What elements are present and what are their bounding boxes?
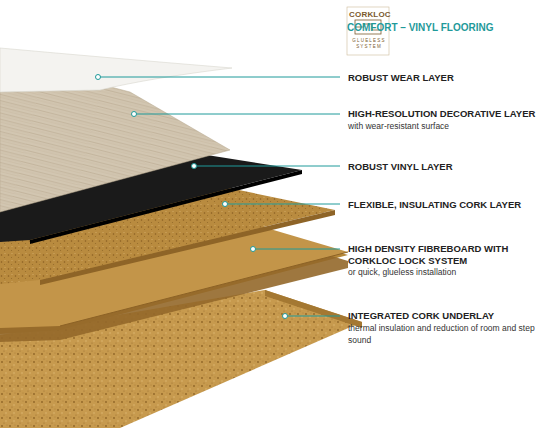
layer-note: or quick, glueless installation bbox=[348, 267, 553, 279]
layer-label: ROBUST VINYL LAYER bbox=[348, 161, 553, 173]
layer-label: HIGH DENSITY FIBREBOARD WITH CORKLOC LOC… bbox=[348, 243, 533, 267]
logo-text: CORKLOC bbox=[349, 10, 391, 19]
layer-label: HIGH-RESOLUTION DECORATIVE LAYER bbox=[348, 108, 553, 120]
layer-note: thermal insulation and reduction of room… bbox=[348, 323, 548, 346]
layer-label: INTEGRATED CORK UNDERLAY bbox=[348, 310, 553, 322]
diagram-title: COMFORT – VINYL FLOORING bbox=[347, 22, 493, 33]
layer-label: FLEXIBLE, INSULATING CORK LAYER bbox=[348, 199, 553, 211]
logo-subtext: GLUELESS SYSTEM bbox=[350, 38, 388, 50]
layer-label: ROBUST WEAR LAYER bbox=[348, 72, 553, 84]
layer-note: with wear-resistant surface bbox=[348, 121, 553, 133]
